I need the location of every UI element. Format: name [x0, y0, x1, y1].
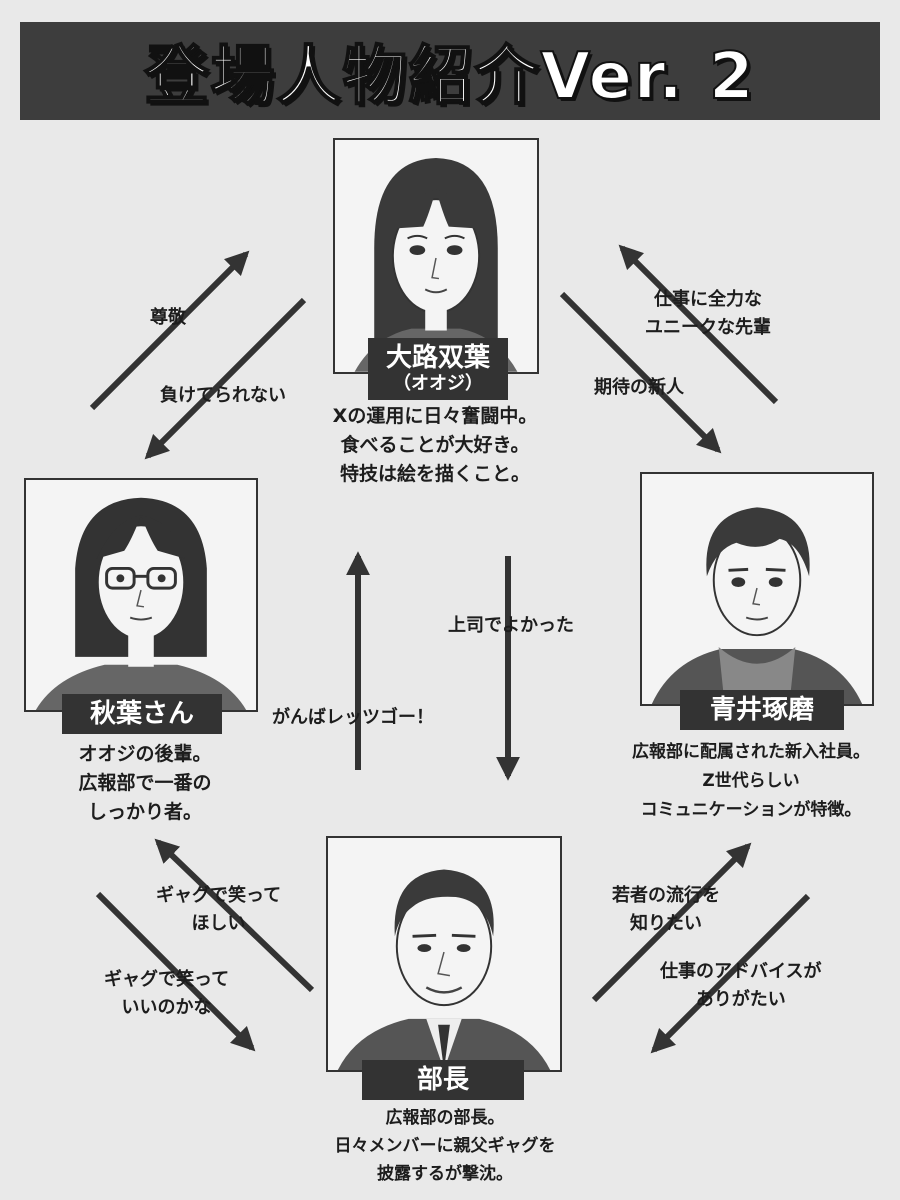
relation-label-bucho-to-aoi: 若者の流行を 知りたい [612, 885, 720, 934]
akiba-name: 秋葉さん [89, 699, 194, 729]
ooji-nameplate: 大路双葉 （オオジ） [368, 338, 508, 400]
middle-aged-man-suit-portrait-icon [337, 869, 551, 1070]
relation-label-akiba-cheer: がんばレッツゴー！ [272, 707, 434, 728]
aoi-nameplate: 青井琢磨 [680, 690, 844, 730]
bucho-portrait [326, 836, 562, 1072]
ooji-reading: （オオジ） [393, 373, 483, 394]
page-title: 登場人物紹介Ver. 2 [144, 39, 756, 115]
aoi-name: 青井琢磨 [709, 695, 814, 725]
title-banner: 登場人物紹介Ver. 2 [20, 22, 880, 120]
akiba-portrait [24, 478, 258, 712]
bucho-name: 部長 [416, 1065, 469, 1095]
relation-label-bucho-to-akiba: ギャグで笑って ほしい [156, 885, 282, 934]
relation-label-ooji-to-bucho: 上司でよかった [448, 615, 574, 636]
bucho-nameplate: 部長 [362, 1060, 524, 1100]
ooji-description: Xの運用に日々奮闘中。 食べることが大好き。 特技は絵を描くこと。 [332, 405, 538, 485]
akiba-description: オオジの後輩。 広報部で一番の しっかり者。 [78, 743, 212, 823]
relation-label-ooji-to-aoi: 期待の新人 [594, 377, 684, 398]
relation-label-aoi-to-ooji: 仕事に全力な ユニークな先輩 [645, 289, 771, 338]
akiba-nameplate: 秋葉さん [62, 694, 222, 734]
relation-label-akiba-to-bucho: ギャグで笑って いいのかな [104, 969, 230, 1018]
aoi-description: 広報部に配属された新入社員。 Z世代らしい コミュニケーションが特徴。 [632, 742, 870, 820]
aoi-portrait [640, 472, 874, 706]
woman-glasses-portrait-icon [35, 497, 247, 710]
relation-label-aoi-to-bucho: 仕事のアドバイスが ありがたい [660, 961, 822, 1010]
relation-label-ooji-to-akiba: 負けてられない [160, 385, 286, 406]
young-man-hoodie-portrait-icon [651, 507, 863, 704]
relation-label-akiba-to-ooji: 尊敬 [150, 307, 186, 328]
bucho-description: 広報部の部長。 日々メンバーに親父ギャグを 披露するが撃沈。 [334, 1108, 556, 1184]
ooji-name: 大路双葉 [385, 343, 490, 373]
